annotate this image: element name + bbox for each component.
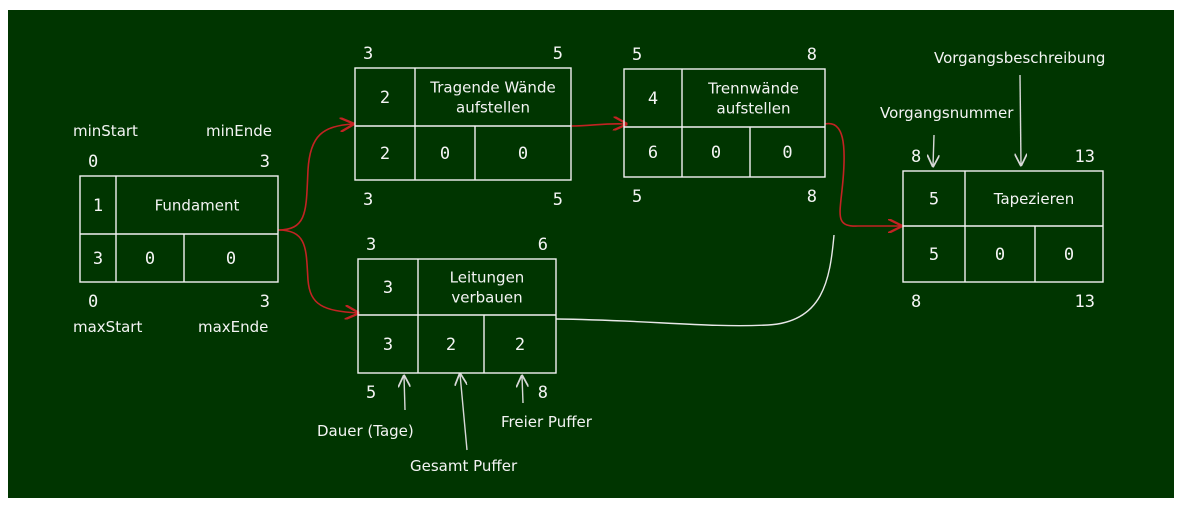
task-node-1: 1 Fundament 3 0 0 0 3 0 3 — [79, 152, 279, 312]
task-number: 4 — [648, 89, 658, 109]
task-free-float: 2 — [515, 335, 525, 355]
pointer-total-float-icon — [460, 374, 468, 451]
task-description-line-2: verbauen — [451, 289, 522, 307]
task-min-end: 8 — [807, 45, 817, 65]
task-total-float: 0 — [711, 143, 721, 163]
task-free-float: 0 — [782, 143, 792, 163]
task-description-line-2: aufstellen — [717, 100, 791, 118]
task-total-float: 2 — [446, 335, 456, 355]
task-min-start: 3 — [366, 235, 376, 255]
task-max-end: 8 — [807, 187, 817, 207]
task-duration: 2 — [380, 144, 390, 164]
task-node-5: 5 Tapezieren 5 0 0 8 13 8 13 — [902, 147, 1104, 312]
task-node-2: 2 Tragende Wände aufstellen 2 0 0 3 5 3 5 — [354, 44, 572, 210]
task-min-start: 8 — [911, 147, 921, 167]
task-number: 3 — [383, 278, 393, 298]
legend-max-start: maxStart — [73, 318, 142, 336]
task-max-start: 5 — [632, 187, 642, 207]
task-total-float: 0 — [145, 249, 155, 269]
task-max-end: 13 — [1075, 292, 1095, 312]
task-min-start: 3 — [363, 44, 373, 64]
task-min-end: 3 — [260, 152, 270, 172]
task-min-start: 0 — [88, 152, 98, 172]
arrow-tragende-to-trennwaende — [570, 124, 626, 126]
task-nodes: 1 Fundament 3 0 0 0 3 0 3 2 Tragende Wände aufstell… — [79, 44, 1104, 403]
pointer-free-float-icon — [522, 376, 523, 404]
arrow-leitungen-to-tapezieren — [555, 234, 835, 327]
task-total-float: 0 — [440, 144, 450, 164]
legend-labels: minStart minEnde maxStart maxEnde Dauer … — [73, 49, 1105, 475]
task-max-start: 8 — [911, 292, 921, 312]
task-free-float: 0 — [226, 249, 236, 269]
pointer-duration-icon — [404, 376, 405, 411]
task-node-4: 4 Trennwände aufstellen 6 0 0 5 8 5 8 — [623, 45, 826, 207]
task-min-start: 5 — [632, 45, 642, 65]
task-number: 1 — [93, 196, 103, 216]
task-free-float: 0 — [518, 144, 528, 164]
task-number: 5 — [929, 190, 939, 210]
task-max-end: 8 — [538, 383, 548, 403]
task-description: Fundament — [155, 197, 240, 215]
task-description-line-2: aufstellen — [456, 99, 530, 117]
arrow-trennwaende-to-tapezieren — [824, 122, 901, 226]
legend-min-end: minEnde — [206, 122, 272, 140]
task-max-start: 3 — [363, 190, 373, 210]
chalkboard-canvas: 1 Fundament 3 0 0 0 3 0 3 2 Tragende Wände aufstell… — [8, 10, 1174, 498]
task-max-end: 5 — [553, 190, 563, 210]
pointer-task-number-icon — [933, 134, 934, 166]
legend-task-description: Vorgangsbeschreibung — [934, 49, 1105, 67]
network-diagram: 1 Fundament 3 0 0 0 3 0 3 2 Tragende Wände aufstell… — [73, 44, 1105, 475]
task-description-line-1: Leitungen — [450, 269, 525, 287]
task-max-start: 0 — [88, 292, 98, 312]
task-total-float: 0 — [995, 245, 1005, 265]
arrow-fundament-to-leitungen — [277, 229, 358, 313]
task-number: 2 — [380, 88, 390, 108]
legend-max-end: maxEnde — [198, 318, 268, 336]
dependency-arrows — [277, 122, 901, 327]
task-duration: 3 — [93, 249, 103, 269]
task-duration: 3 — [383, 335, 393, 355]
task-box — [354, 67, 572, 181]
legend-total-float: Gesamt Puffer — [410, 457, 518, 475]
task-description: Tapezieren — [993, 190, 1074, 208]
task-free-float: 0 — [1064, 245, 1074, 265]
legend-min-start: minStart — [73, 122, 138, 140]
legend-pointers — [404, 74, 1021, 451]
task-max-end: 3 — [260, 292, 270, 312]
task-min-end: 13 — [1075, 147, 1095, 167]
task-min-end: 6 — [538, 235, 548, 255]
task-box — [79, 175, 279, 283]
task-duration: 5 — [929, 245, 939, 265]
legend-task-number: Vorgangsnummer — [880, 104, 1014, 122]
arrow-fundament-to-tragende-waende — [277, 124, 353, 231]
task-box — [623, 68, 826, 178]
pointer-task-description-icon — [1020, 74, 1021, 165]
legend-free-float: Freier Puffer — [501, 413, 593, 431]
task-duration: 6 — [648, 143, 658, 163]
task-min-end: 5 — [553, 44, 563, 64]
task-box — [357, 258, 557, 374]
task-description-line-1: Tragende Wände — [429, 79, 555, 97]
task-description-line-1: Trennwände — [707, 80, 799, 98]
task-max-start: 5 — [366, 383, 376, 403]
legend-duration: Dauer (Tage) — [317, 422, 414, 440]
